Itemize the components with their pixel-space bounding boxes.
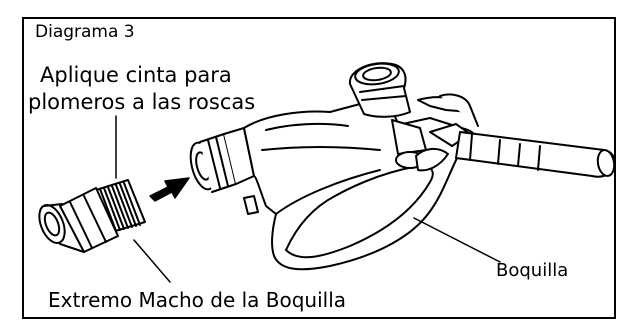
male-adapter-drawing (38, 179, 146, 253)
leader-line-nozzle (413, 217, 501, 263)
male-end-label: Extremo Macho de la Boquilla (48, 288, 347, 312)
instruction-line-1: Aplique cinta para (40, 63, 232, 87)
nozzle-label: Boquilla (496, 260, 569, 281)
leader-line-male-end (133, 239, 171, 283)
direction-arrow (149, 177, 190, 202)
fuel-nozzle-drawing (189, 62, 616, 271)
figure-title: Diagrama 3 (35, 22, 135, 42)
instruction-line-2: plomeros a las roscas (28, 90, 256, 114)
